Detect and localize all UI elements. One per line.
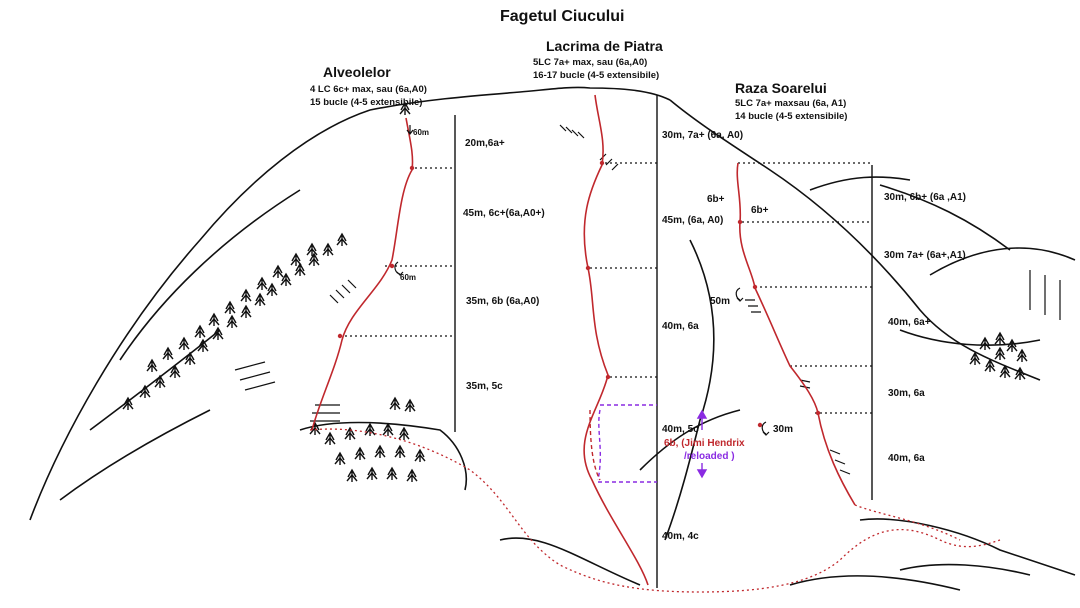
tree-icon [266,282,278,296]
tree-icon [254,292,266,306]
route-name-lacrima: Lacrima de Piatra [546,38,663,54]
tree-icon [389,396,401,410]
anchors [337,160,821,428]
tree-icon [122,396,134,410]
route-desc-lacrima: 5LC 7a+ max, sau (6a,A0) [533,57,648,68]
route-bolts-lacrima: 16-17 bucle (4-5 extensibile) [533,70,660,81]
tree-icon [382,422,394,436]
tree-icon [1014,366,1026,380]
pitch-label: 30m 7a+ (6a+,A1) [884,250,966,261]
variant-arrows [696,409,708,479]
pitch-label: 40m, 6a [888,453,925,464]
tree-icon [169,364,181,378]
tree-icon [399,101,411,115]
tree-icon [240,304,252,318]
tree-icon [979,336,991,350]
tree-icon [398,426,410,440]
tree-icon [224,300,236,314]
tree-icon [139,384,151,398]
tree-icon [346,468,358,482]
tree-icon [212,326,224,340]
tree-icon [969,351,981,365]
tree-marks [122,101,1028,482]
tree-icon [366,466,378,480]
tree-icon [256,276,268,290]
tree-icon [324,431,336,445]
tree-icon [994,346,1006,360]
tree-icon [240,288,252,302]
tree-icon [994,331,1006,345]
tree-icon [999,364,1011,378]
route-name-alveolelor: Alveolelor [323,64,391,80]
tree-icon [322,242,334,256]
tree-icon [404,398,416,412]
pitch-brackets [454,95,873,588]
rappel-arrows [394,125,770,436]
page-title: Fagetul Ciucului [500,8,625,25]
pitch-label: 30m, 6b+ (6a ,A1) [884,192,966,203]
tree-icon [280,272,292,286]
route-bolts-alveolelor: 15 bucle (4-5 extensibile) [310,97,423,108]
tree-icon [197,338,209,352]
pitch-label: 30m, 6a [888,388,925,399]
tree-icon [290,252,302,266]
pitch-label: 30m, 7a+ (6a, A0) [662,130,744,141]
pitch-label: 40m, 6a [662,321,699,332]
route-lacrima-line [583,94,649,586]
pitch-label: 35m, 5c [466,381,503,392]
route-alveolelor-line [311,117,414,431]
tree-icon [146,358,158,372]
rappel-label: 30m [773,424,794,435]
tree-icon [386,466,398,480]
tree-icon [414,448,426,462]
tree-icon [364,422,376,436]
tree-icon [1006,338,1018,352]
tree-icon [178,336,190,350]
pitch-label: 45m, (6a, A0) [662,215,724,226]
variant-label-2: /reloaded ) [684,451,735,462]
pitch-label: 40m, 5c [662,424,699,435]
route-name-raza: Raza Soarelui [735,80,827,96]
tree-icon [394,444,406,458]
rappel-label: 60m [400,273,417,282]
tree-icon [162,346,174,360]
approach-path [309,428,1001,593]
route-desc-raza: 5LC 7a+ maxsau (6a, A1) [735,98,847,109]
pitch-label: 35m, 6b (6a,A0) [466,296,540,307]
variant-label: 6b, (Jimi Hendrix [664,438,745,449]
tree-icon [354,446,366,460]
grade-label: 6b+ [751,205,769,216]
tree-icon [308,252,320,266]
tree-icon [208,312,220,326]
tree-icon [226,314,238,328]
tree-icon [272,264,284,278]
tree-icon [336,232,348,246]
cliff-outline [29,86,1076,591]
belay-lines [340,162,872,414]
rappel-label: 50m [710,296,731,307]
tree-icon [984,358,996,372]
tree-icon [184,351,196,365]
variant-jimi-hendrix [589,404,657,483]
pitch-label: 40m, 4c [662,531,699,542]
pitch-label: 40m, 6a+ [888,317,931,328]
tree-icon [1016,348,1028,362]
pitch-label: 45m, 6c+(6a,A0+) [463,208,545,219]
tree-icon [374,444,386,458]
hatch-marks [234,124,1061,475]
tree-icon [306,242,318,256]
pitch-label: 20m,6a+ [465,138,505,149]
rappel-label: 60m [413,128,430,137]
route-bolts-raza: 14 bucle (4-5 extensibile) [735,111,848,122]
route-desc-alveolelor: 4 LC 6c+ max, sau (6a,A0) [310,84,427,95]
tree-icon [334,451,346,465]
tree-icon [406,468,418,482]
grade-label: 6b+ [707,194,725,205]
tree-icon [194,324,206,338]
tree-icon [154,374,166,388]
